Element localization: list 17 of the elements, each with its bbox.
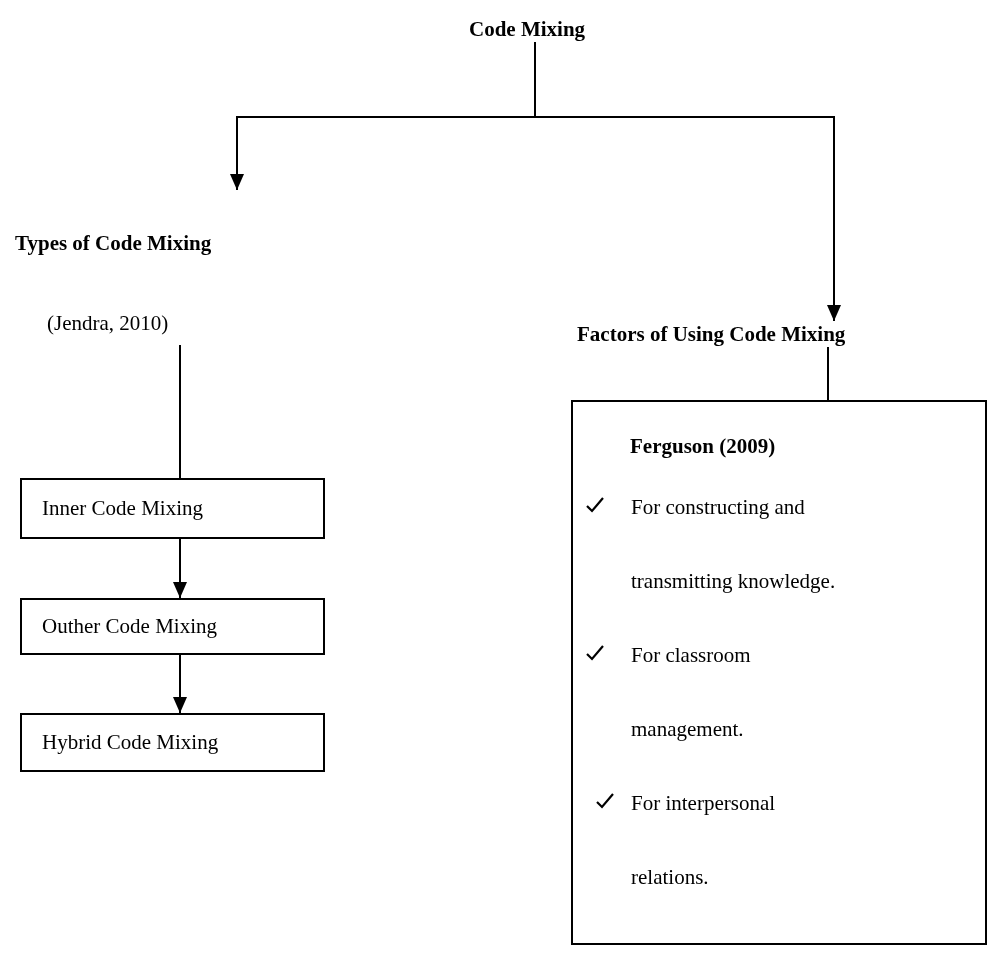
citation-text: (Jendra, 2010) xyxy=(47,310,169,336)
process-box: Inner Code Mixing xyxy=(20,478,325,539)
connector-line xyxy=(179,344,181,479)
panel-heading: Ferguson (2009) xyxy=(630,433,776,459)
list-item: For interpersonal relations. xyxy=(631,790,777,891)
process-box: Hybrid Code Mixing xyxy=(20,713,325,772)
section-heading: Factors of Using Code Mixing xyxy=(577,321,846,347)
list-item: For constructing and transmitting knowledge. xyxy=(631,494,837,595)
list-panel xyxy=(571,400,987,945)
section-heading: Types of Code Mixing xyxy=(15,230,212,256)
arrow xyxy=(534,41,841,322)
heading-text: Code Mixing xyxy=(469,16,586,42)
process-box: Outher Code Mixing xyxy=(20,598,325,655)
arrow xyxy=(173,538,187,599)
arrow xyxy=(173,654,187,714)
list-item: For classroom management. xyxy=(631,642,752,743)
connector-line xyxy=(827,346,829,401)
